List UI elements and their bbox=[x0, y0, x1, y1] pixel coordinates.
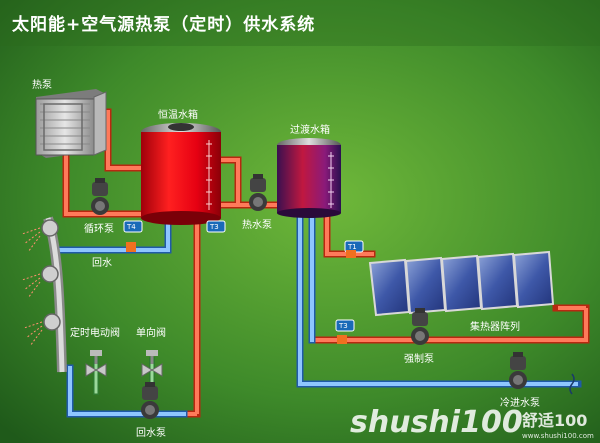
return-water-label: 回水 bbox=[92, 257, 112, 269]
svg-text:舒适100: 舒适100 bbox=[522, 411, 587, 430]
timed-electric-valve bbox=[85, 350, 107, 377]
heat-pump bbox=[35, 89, 107, 158]
collector-panel bbox=[440, 254, 483, 313]
svg-text:T4: T4 bbox=[126, 223, 136, 231]
collector-panel bbox=[512, 250, 555, 309]
check-valve bbox=[141, 350, 163, 377]
hot-water-pump-label: 热水泵 bbox=[242, 218, 272, 231]
collector-panel bbox=[476, 252, 519, 311]
sensor-t4: T4 bbox=[123, 220, 143, 252]
transition-tank bbox=[277, 138, 341, 218]
svg-text:T3: T3 bbox=[338, 322, 348, 330]
forced-pump bbox=[411, 308, 429, 345]
constant-tank-label: 恒温水箱 bbox=[158, 108, 198, 121]
collector-panel bbox=[368, 258, 411, 317]
svg-text:T1: T1 bbox=[347, 243, 357, 251]
shower-head bbox=[43, 313, 61, 331]
shower-head bbox=[41, 265, 59, 283]
sensor-t3b: T3 bbox=[335, 319, 355, 344]
timed-valve-label: 定时电动阀 bbox=[70, 326, 120, 339]
return-pump-label: 回水泵 bbox=[136, 427, 166, 439]
circ-pump-label: 循环泵 bbox=[84, 222, 114, 235]
sensor-t1: T1 bbox=[344, 240, 364, 258]
svg-text:www.shushi100.com: www.shushi100.com bbox=[522, 432, 594, 440]
svg-text:T3: T3 bbox=[209, 223, 219, 231]
check-valve-label: 单向阀 bbox=[136, 326, 166, 339]
page-title: 太阳能+空气源热泵（定时）供水系统 bbox=[12, 14, 315, 35]
collector-panel bbox=[404, 256, 447, 315]
watermark: shushi100 舒适100 www.shushi100.com bbox=[350, 405, 594, 440]
transition-tank-label: 过渡水箱 bbox=[290, 123, 330, 136]
constant-temp-tank bbox=[141, 123, 221, 225]
sensor-t3a: T3 bbox=[206, 220, 226, 233]
cold-water-pump bbox=[509, 352, 527, 389]
collector-array bbox=[368, 250, 555, 317]
svg-text:shushi100: shushi100 bbox=[350, 405, 523, 440]
hot-pipes bbox=[62, 108, 590, 418]
heat-pump-label: 热泵 bbox=[32, 78, 52, 91]
return-pump bbox=[141, 382, 159, 419]
emitter-column bbox=[21, 216, 67, 373]
collector-array-label: 集热器阵列 bbox=[470, 320, 520, 333]
cold-pump-label: 冷进水泵 bbox=[500, 396, 540, 409]
shower-head bbox=[41, 219, 59, 237]
cold-inlet-squiggle bbox=[569, 373, 575, 395]
circulation-pump bbox=[91, 178, 109, 215]
forced-pump-label: 强制泵 bbox=[404, 352, 434, 365]
hot-water-pump bbox=[249, 174, 267, 211]
title-band bbox=[0, 0, 600, 46]
